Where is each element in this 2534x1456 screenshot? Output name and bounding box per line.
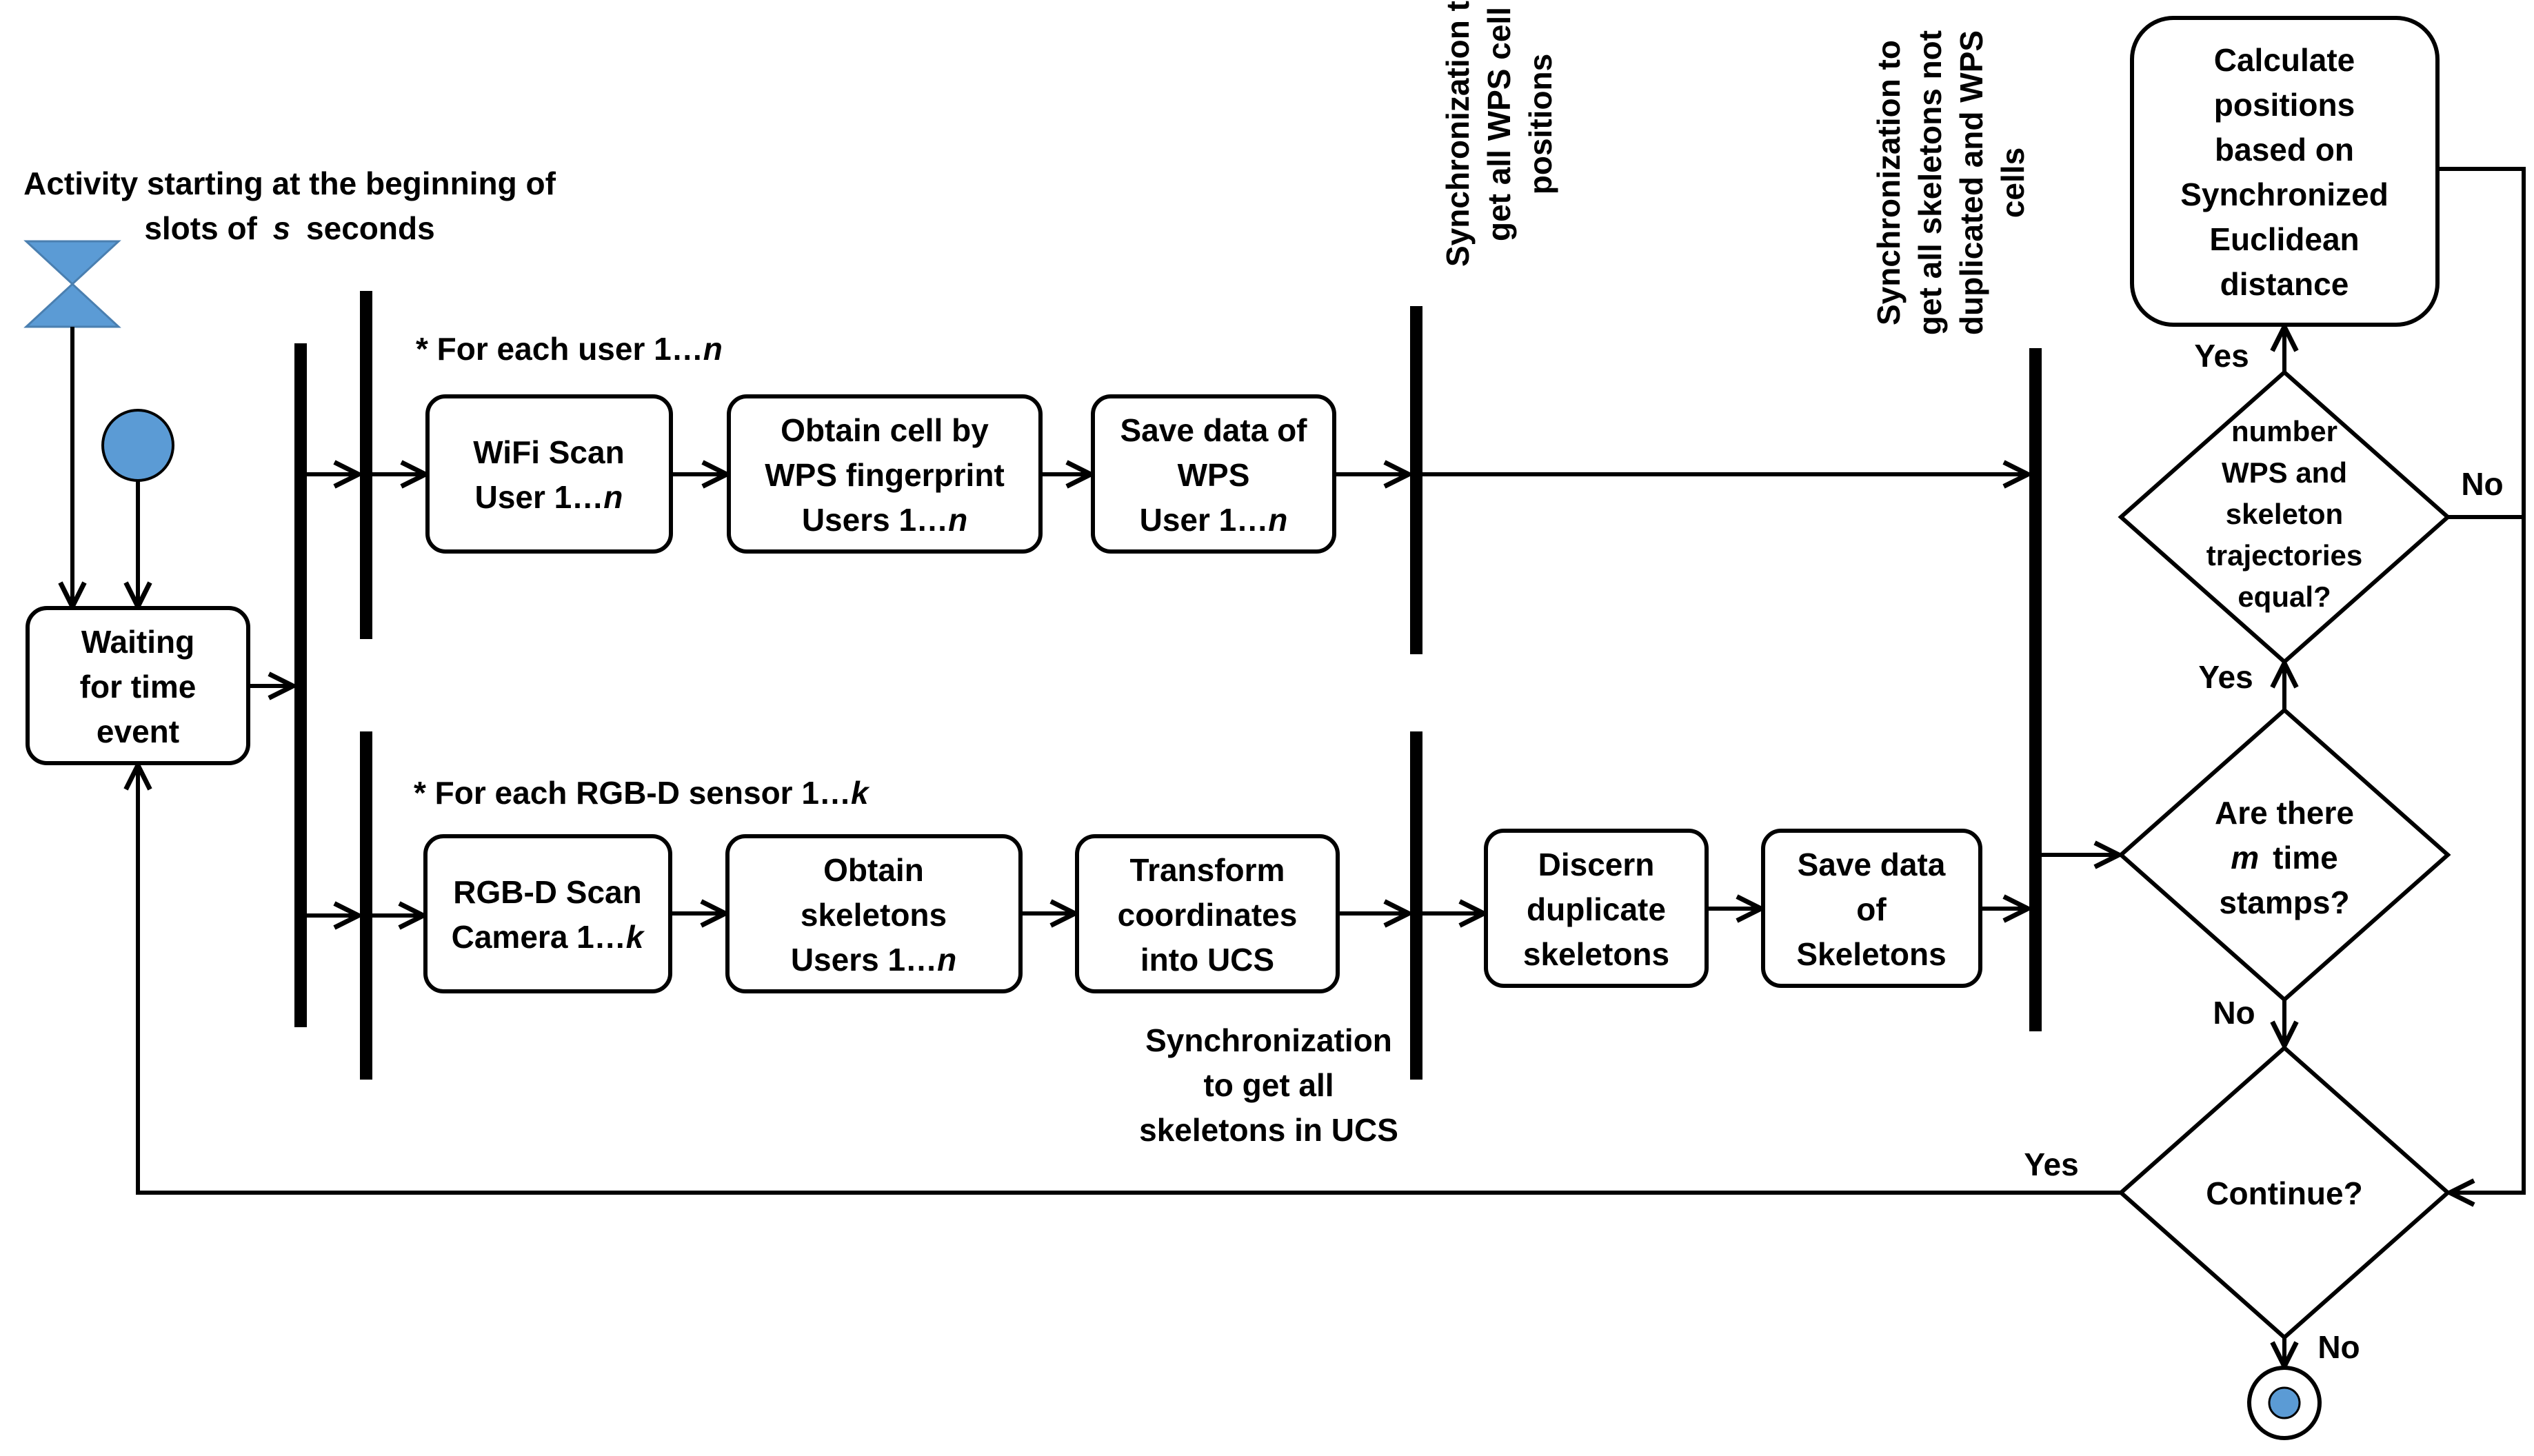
svg-text:WiFi Scan: WiFi Scan [473, 434, 624, 470]
svg-text:duplicate: duplicate [1527, 891, 1666, 927]
waiting-line1: Waiting [81, 624, 194, 660]
sync-bar-all [2029, 348, 2042, 1031]
fork-bar-wifi [360, 291, 372, 639]
sync-label-ucs: Synchronization to get all skeletons in … [1139, 1022, 1398, 1148]
wifi-scan-node: WiFi Scan User 1…n [425, 394, 673, 554]
sync-label-wps: Synchronization to get all WPS cell posi… [1440, 0, 1558, 267]
waiting-node: Waiting for time event [26, 606, 250, 765]
svg-text:Synchronized: Synchronized [2180, 176, 2389, 212]
waiting-line2: for time [80, 669, 197, 705]
svg-text:Obtain cell by: Obtain cell by [781, 412, 989, 448]
svg-text:coordinates: coordinates [1118, 897, 1298, 933]
svg-text:equal?: equal? [2238, 580, 2331, 613]
fork-bar-rgbd [360, 731, 372, 1080]
svg-text:WPS fingerprint: WPS fingerprint [765, 457, 1005, 493]
edge-label-stamps-yes: Yes [2198, 659, 2253, 695]
obtain-cell-node: Obtain cell by WPS fingerprint Users 1…n [727, 394, 1043, 554]
svg-text:Are there: Are there [2215, 795, 2354, 831]
svg-text:Euclidean: Euclidean [2209, 221, 2359, 257]
svg-text:distance: distance [2220, 266, 2349, 302]
edge-label-stamps-no: No [2213, 995, 2255, 1031]
initial-node-icon [101, 409, 174, 482]
svg-text:trajectories: trajectories [2206, 539, 2362, 572]
discern-node: Discern duplicate skeletons [1484, 829, 1709, 988]
svg-text:Synchronization to: Synchronization to [1440, 0, 1476, 267]
svg-text:Discern: Discern [1538, 847, 1655, 882]
svg-text:WPS: WPS [1178, 457, 1250, 493]
svg-text:into UCS: into UCS [1140, 942, 1274, 978]
decision-continue: Continue? [2118, 1044, 2451, 1341]
svg-text:of: of [1856, 891, 1887, 927]
edge-label-equal-no: No [2461, 466, 2503, 502]
waiting-line3: event [97, 714, 179, 749]
start-note-line1: Activity starting at the beginning of [23, 165, 556, 201]
svg-text:Camera 1…k: Camera 1…k [452, 919, 645, 955]
svg-text:User 1…n: User 1…n [475, 479, 623, 515]
svg-text:skeleton: skeleton [2226, 498, 2343, 530]
svg-text:get all skeletons not: get all skeletons not [1912, 30, 1948, 335]
final-node-icon [2247, 1366, 2322, 1440]
start-note-line2: slots of s seconds [144, 210, 434, 246]
decision-equal: number WPS and skeleton trajectories equ… [2118, 369, 2451, 665]
hourglass-icon [23, 240, 121, 328]
edge-label-equal-yes: Yes [2194, 338, 2249, 374]
fork-bar-main [294, 343, 307, 1027]
svg-text:cells: cells [1995, 148, 2031, 218]
svg-text:User 1…n: User 1…n [1140, 502, 1288, 538]
svg-text:stamps?: stamps? [2219, 884, 2349, 920]
svg-text:positions: positions [2214, 87, 2355, 123]
save-skeletons-node: Save data of Skeletons [1761, 829, 1982, 988]
svg-text:to get all: to get all [1203, 1067, 1334, 1103]
svg-text:based on: based on [2215, 132, 2354, 168]
transform-node: Transform coordinates into UCS [1075, 834, 1340, 993]
calculate-node: Calculate positions based on Synchronize… [2130, 16, 2440, 327]
svg-text:number: number [2231, 415, 2337, 447]
svg-text:skeletons: skeletons [801, 897, 947, 933]
svg-text:Skeletons: Skeletons [1796, 936, 1946, 972]
svg-text:skeletons: skeletons [1523, 936, 1669, 972]
rgbd-header: * For each RGB-D sensor 1…k [414, 775, 870, 811]
svg-text:WPS and: WPS and [2222, 456, 2347, 489]
svg-text:RGB-D Scan: RGB-D Scan [453, 874, 641, 910]
edge-label-continue-yes: Yes [2024, 1146, 2078, 1182]
edge-label-continue-no: No [2317, 1329, 2360, 1365]
svg-text:skeletons in UCS: skeletons in UCS [1139, 1112, 1398, 1148]
svg-text:positions: positions [1522, 54, 1558, 194]
sync-label-all: Synchronization to get all skeletons not… [1871, 30, 2031, 335]
svg-text:Transform: Transform [1130, 852, 1285, 888]
svg-text:Calculate: Calculate [2214, 42, 2355, 78]
obtain-skeletons-node: Obtain skeletons Users 1…n [725, 834, 1023, 993]
svg-text:Continue?: Continue? [2206, 1175, 2362, 1211]
svg-text:Save data: Save data [1798, 847, 1946, 882]
svg-text:Obtain: Obtain [823, 852, 924, 888]
rgbd-scan-node: RGB-D Scan Camera 1…k [423, 834, 672, 993]
svg-text:duplicated and WPS: duplicated and WPS [1953, 30, 1989, 335]
sync-bar-wps [1410, 306, 1422, 654]
svg-text:Synchronization: Synchronization [1145, 1022, 1392, 1058]
svg-text:Users 1…n: Users 1…n [802, 502, 967, 538]
svg-text:Save data of: Save data of [1120, 412, 1308, 448]
sync-bar-ucs [1410, 731, 1422, 1080]
edges [72, 167, 2526, 1366]
svg-text:get all WPS cell: get all WPS cell [1481, 7, 1517, 241]
save-wps-node: Save data of WPS User 1…n [1091, 394, 1336, 554]
svg-text:Synchronization to: Synchronization to [1871, 40, 1907, 325]
svg-text:Users 1…n: Users 1…n [791, 942, 956, 978]
wifi-header: * For each user 1…n [416, 331, 723, 367]
